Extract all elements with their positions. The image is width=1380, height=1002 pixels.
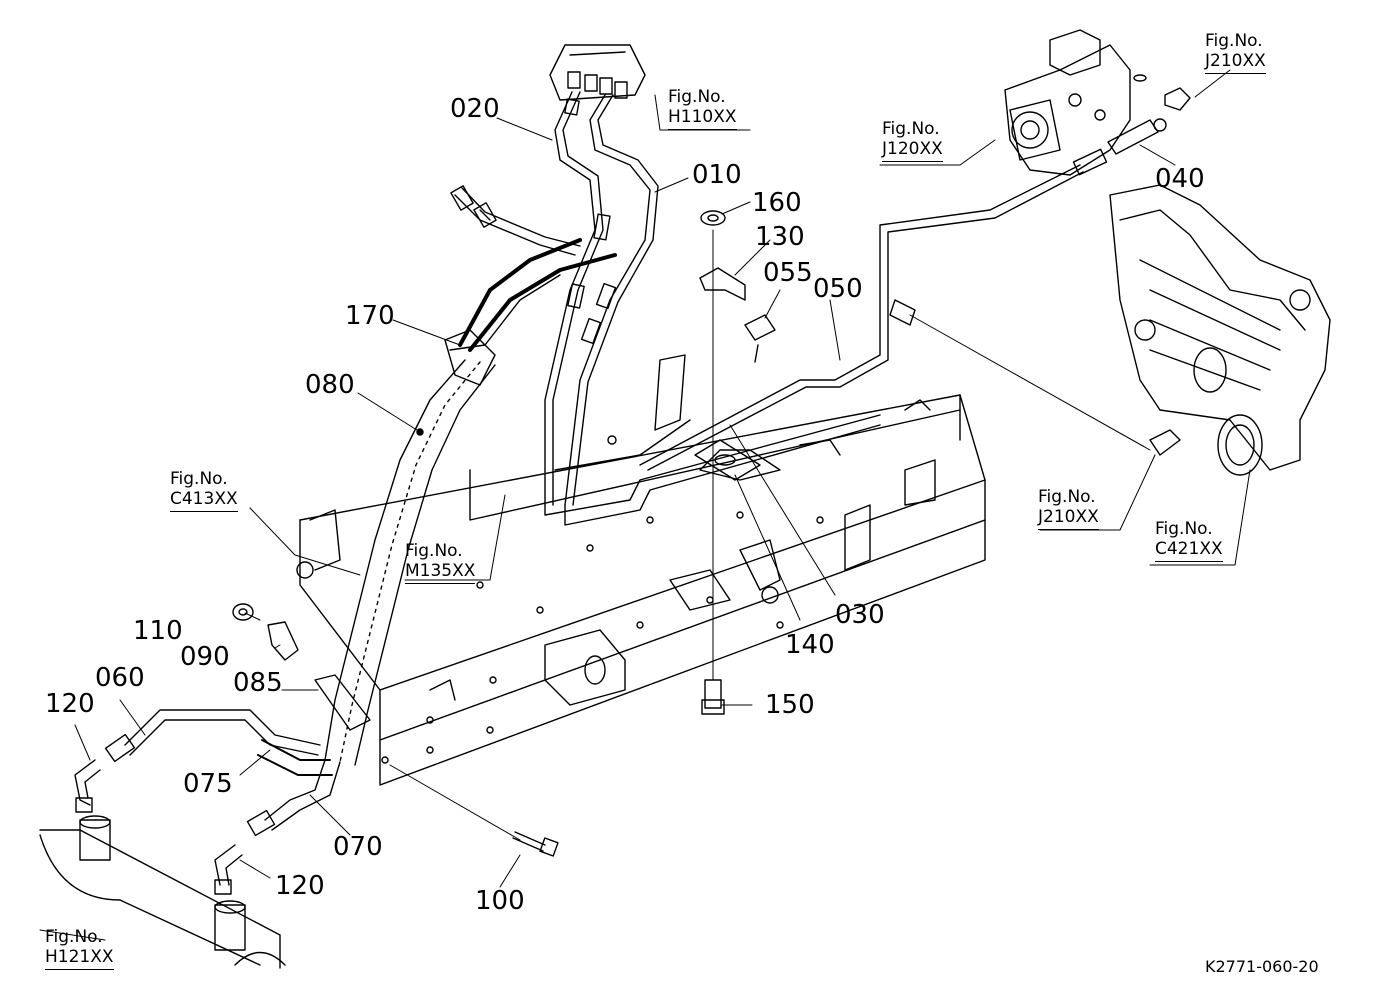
part-label-080: 080 (305, 370, 355, 400)
part-label-140: 140 (785, 630, 835, 660)
part-label-120-right: 120 (275, 871, 325, 901)
hydraulic-cylinder (39, 815, 286, 969)
transmission-case (1109, 184, 1331, 476)
elbow-120-right (214, 844, 243, 895)
fig-ref-code: J210XX (1205, 51, 1266, 75)
fitting-040 (1107, 118, 1167, 155)
clamp-170 (444, 329, 496, 386)
fig-ref-prefix: Fig.No. (668, 87, 726, 107)
fig-ref-code: H110XX (668, 107, 737, 131)
part-label-085: 085 (233, 668, 283, 698)
tube-010 (564, 94, 659, 506)
control-valve-block (549, 44, 646, 101)
leader-lines (39, 69, 1251, 941)
clamp-090 (267, 621, 299, 661)
band-085 (314, 674, 371, 731)
part-label-040: 040 (1155, 164, 1205, 194)
fig-ref-j210-bottom: Fig.No. J210XX (1038, 487, 1099, 531)
fig-ref-prefix: Fig.No. (1038, 487, 1096, 507)
fig-ref-code: J120XX (882, 139, 943, 163)
part-label-075: 075 (183, 769, 233, 799)
fig-ref-j210-top: Fig.No. J210XX (1205, 31, 1266, 75)
tube-050 (639, 148, 1108, 471)
fig-ref-h110: Fig.No. H110XX (668, 87, 737, 131)
part-label-010: 010 (692, 160, 742, 190)
fig-ref-prefix: Fig.No. (882, 119, 940, 139)
tube-030 (544, 414, 881, 526)
collar-055 (744, 314, 776, 363)
fig-ref-code: C421XX (1155, 539, 1223, 563)
part-label-110: 110 (133, 616, 183, 646)
fig-ref-code: M135XX (405, 561, 476, 585)
fig-ref-m135: Fig.No. M135XX (405, 541, 476, 585)
fig-ref-c413: Fig.No. C413XX (170, 469, 238, 513)
plate-140 (694, 439, 761, 481)
fig-ref-prefix: Fig.No. (45, 927, 103, 947)
fig-ref-prefix: Fig.No. (405, 541, 463, 561)
hose-060 (104, 709, 321, 763)
washer-110 (232, 603, 254, 621)
part-label-160: 160 (752, 188, 802, 218)
fig-ref-code: C413XX (170, 489, 238, 513)
hose-075 (257, 739, 333, 776)
part-label-060: 060 (95, 663, 145, 693)
drawing-code: K2771-060-20 (1205, 957, 1319, 976)
fig-ref-prefix: Fig.No. (1205, 31, 1263, 51)
tube-020 (544, 91, 611, 506)
fig-ref-prefix: Fig.No. (170, 469, 228, 489)
part-label-130: 130 (755, 222, 805, 252)
fig-ref-j120: Fig.No. J120XX (882, 119, 943, 163)
part-label-020: 020 (450, 94, 500, 124)
part-label-055: 055 (763, 258, 813, 288)
bolt-100 (512, 831, 559, 857)
fig-ref-prefix: Fig.No. (1155, 519, 1213, 539)
grommet-160 (700, 210, 726, 226)
clamp-130 (699, 267, 746, 301)
fig-ref-h121: Fig.No. H121XX (45, 927, 114, 971)
part-label-100: 100 (475, 886, 525, 916)
part-label-120-left: 120 (45, 689, 95, 719)
part-label-150: 150 (765, 690, 815, 720)
hose-070 (246, 759, 341, 837)
elbow-120-left (74, 759, 101, 813)
bolt-150 (701, 229, 725, 715)
fig-ref-code: J210XX (1038, 507, 1099, 531)
part-label-170: 170 (345, 301, 395, 331)
fig-ref-c421: Fig.No. C421XX (1155, 519, 1223, 563)
part-label-090: 090 (180, 642, 230, 672)
part-label-050: 050 (813, 274, 863, 304)
part-label-030: 030 (835, 600, 885, 630)
hose-bundle-upper (450, 185, 617, 352)
frame-holes (381, 435, 824, 764)
frame-rail (296, 354, 986, 786)
hydraulic-pump (1004, 29, 1191, 176)
part-label-070: 070 (333, 832, 383, 862)
fig-ref-code: H121XX (45, 947, 114, 971)
